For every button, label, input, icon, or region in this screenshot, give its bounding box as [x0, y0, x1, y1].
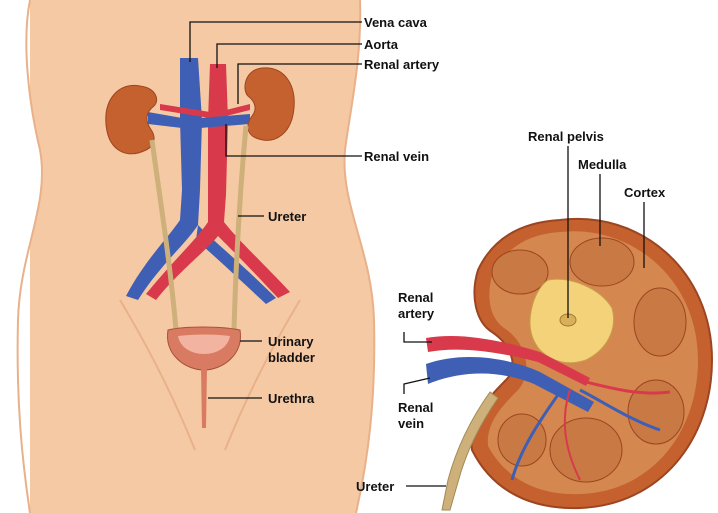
renal-artery-left [160, 104, 210, 118]
section-renal-artery [426, 335, 590, 386]
great-vessels [126, 58, 290, 304]
urethra-tube [201, 368, 207, 428]
right-kidney [244, 67, 295, 141]
kidney-cross-section [426, 217, 714, 511]
pointer-lines [189, 21, 645, 487]
section-vessel-branch-3 [510, 391, 562, 481]
label-urinary: Urinary [268, 334, 314, 349]
label-renal-pelvis: Renal pelvis [528, 129, 604, 144]
section-renal-vein [426, 357, 594, 412]
section-ureter-tube [441, 391, 499, 511]
vena-cava-vessel [126, 58, 202, 300]
renal-vein-right [200, 114, 250, 128]
medulla-pyramid-1 [491, 249, 549, 295]
aorta-vessel [146, 64, 290, 300]
bladder-inner [178, 334, 230, 354]
label-renal-section-artery-1: Renal [398, 290, 433, 305]
medulla-pyramid-6 [497, 413, 547, 467]
ureter-left [149, 139, 179, 331]
groin-crease-right [224, 299, 301, 451]
pointer-renal-vein-section [403, 377, 431, 394]
label-ureter-section: Ureter [356, 479, 394, 494]
label-renal-section-vein-1: Renal [398, 400, 433, 415]
torso-left-outline [16, 0, 44, 513]
torso-left-edge [0, 0, 43, 513]
section-vessel-branch-1 [579, 388, 661, 432]
labels: Vena cava Aorta Renal artery Renal vein … [268, 15, 666, 494]
renal-artery-right [226, 104, 250, 116]
label-renal-section-artery-2: artery [398, 306, 435, 321]
label-renal-artery-top: Renal artery [364, 57, 440, 72]
label-ureter-body: Ureter [268, 209, 306, 224]
label-cortex: Cortex [624, 185, 666, 200]
lower-urinary-tract [149, 125, 249, 428]
label-medulla: Medulla [578, 157, 627, 172]
medulla-pyramid-3 [633, 287, 687, 357]
label-bladder: bladder [268, 350, 315, 365]
pointer-vena-cava [189, 21, 362, 62]
pointer-renal-artery-top [237, 63, 362, 104]
pointer-renal-artery-section [403, 332, 432, 343]
pointer-renal-vein-top [225, 124, 362, 157]
ureter-right [231, 125, 249, 331]
renal-vein-left [148, 112, 182, 128]
medulla-pyramid-2 [569, 237, 635, 287]
label-renal-section-vein-2: vein [398, 416, 424, 431]
label-vena-cava: Vena cava [364, 15, 428, 30]
kidneys [105, 67, 295, 155]
section-vessel-branch-2 [585, 380, 671, 395]
label-aorta: Aorta [364, 37, 399, 52]
label-renal-vein-top: Renal vein [364, 149, 429, 164]
pointer-aorta [216, 43, 362, 68]
torso-right-edge [343, 0, 376, 513]
medulla-pyramid-4 [627, 379, 685, 445]
section-vessel-branch-4 [563, 389, 581, 481]
label-urethra: Urethra [268, 391, 315, 406]
medulla-pyramid-5 [549, 417, 623, 483]
groin-crease-left [119, 299, 196, 451]
